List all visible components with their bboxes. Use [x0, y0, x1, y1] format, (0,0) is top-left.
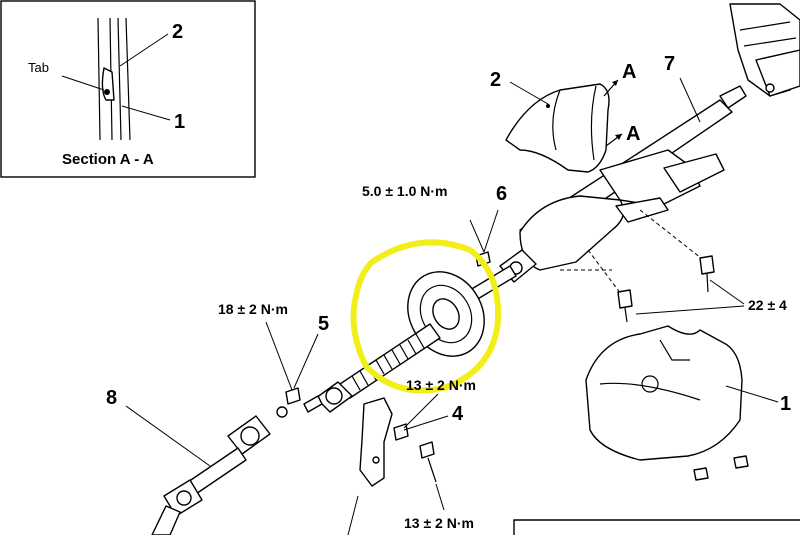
callout-7: 7 [664, 53, 675, 75]
spline-teeth [351, 333, 425, 391]
highlight-circle [350, 239, 502, 394]
inset-callout-1: 1 [174, 111, 185, 133]
section-a-a-inset: Tab 2 1 Section A - A [0, 0, 256, 178]
lower-column-cover: 1 [585, 325, 791, 481]
inset-callout-2: 2 [172, 21, 183, 43]
callout-1: 1 [780, 393, 791, 415]
torque-part-4-lower: 13 ± 2 N·m [404, 515, 474, 531]
column-bolts: 22 ± 4 [617, 255, 787, 323]
torque-part-4-upper: 13 ± 2 N·m [406, 377, 476, 393]
callout-4: 4 [452, 403, 464, 425]
next-figure-frame [513, 519, 800, 535]
callout-5: 5 [318, 313, 329, 335]
tab-label: Tab [28, 60, 49, 75]
callout-6: 6 [496, 183, 507, 205]
bracket-part-4: 13 ± 2 N·m 4 13 ± 2 N·m [347, 377, 476, 535]
steering-column-assembly: 7 [499, 53, 747, 299]
callout-8: 8 [106, 387, 117, 409]
section-mark-a-upper: A [622, 61, 636, 83]
upper-column-cover: A A 2 [490, 61, 640, 173]
torque-part-6: 5.0 ± 1.0 N·m [362, 183, 448, 199]
section-title: Section A - A [62, 151, 154, 168]
bolt-part-5: 5 18 ± 2 N·m [218, 301, 329, 418]
intermediate-shaft-part-8: 8 [106, 387, 271, 535]
torque-part-5: 18 ± 2 N·m [218, 301, 288, 317]
torque-right: 22 ± 4 [748, 297, 787, 313]
combination-switch [729, 3, 800, 97]
lower-shaft-and-seal [339, 239, 517, 399]
shaft-joint [303, 381, 353, 413]
section-mark-a-lower: A [626, 123, 640, 145]
callout-2: 2 [490, 69, 501, 91]
